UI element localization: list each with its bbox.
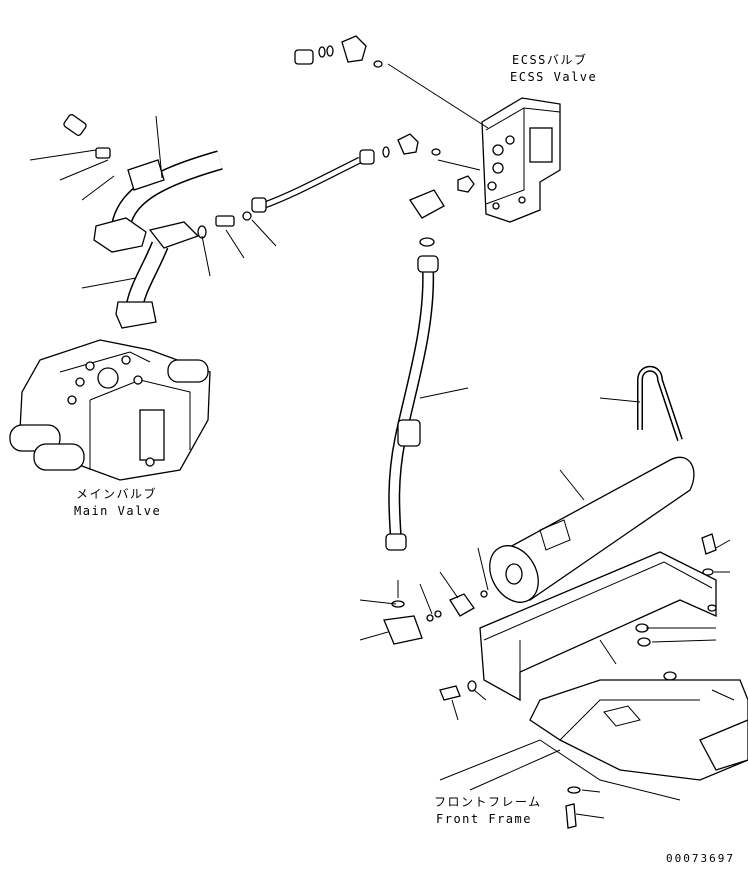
- main-valve-label-jp: メインバルブ: [76, 486, 157, 501]
- drawing-code: 00073697: [666, 852, 735, 865]
- long-hose-top: [35, 12, 383, 136]
- u-bolt: [637, 365, 683, 441]
- front-frame-label-en: Front Frame: [436, 812, 532, 826]
- front-frame: [439, 679, 748, 829]
- ecss-valve: [481, 97, 561, 223]
- main-valve-label: メインバルブ Main Valve: [74, 486, 161, 518]
- ecss-valve-label-en: ECSS Valve: [510, 70, 597, 84]
- leader-lines: [29, 115, 735, 819]
- vertical-hose: [385, 255, 439, 551]
- lower-fittings: [383, 590, 488, 645]
- main-valve-label-en: Main Valve: [74, 504, 161, 518]
- ecss-valve-label-jp: ECSSバルブ: [512, 52, 587, 67]
- accumulator: [489, 456, 695, 603]
- front-frame-label: フロントフレーム Front Frame: [434, 795, 542, 826]
- left-pipe-assembly: [93, 147, 252, 329]
- main-valve: [9, 339, 211, 481]
- middle-hose: [251, 133, 481, 247]
- bracket: [479, 533, 717, 702]
- ecss-valve-label: ECSSバルブ ECSS Valve: [510, 52, 597, 84]
- front-frame-label-jp: フロントフレーム: [434, 795, 542, 809]
